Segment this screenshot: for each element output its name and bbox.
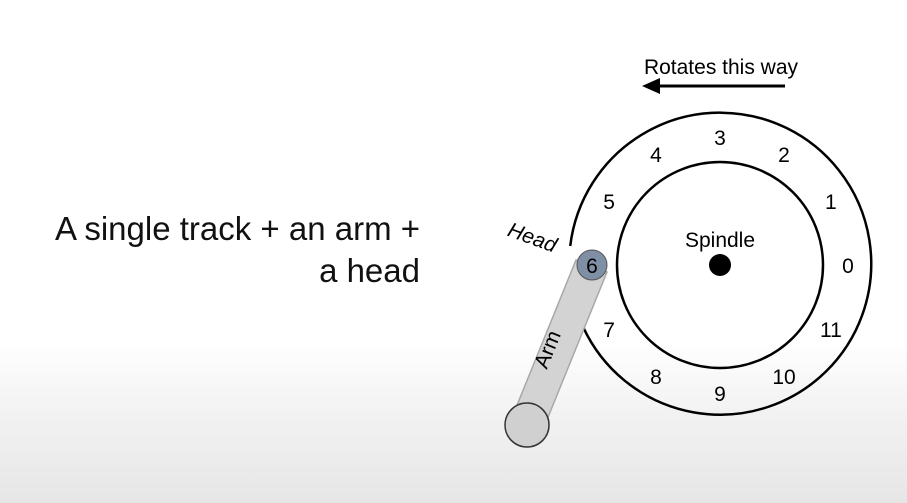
rotation-label: Rotates this way [644,56,799,79]
sector-label-1: 1 [825,191,837,214]
slide-caption: A single track + an arm + a head [55,208,420,292]
caption-line-1: A single track + an arm + [54,210,420,247]
sector-label-9: 9 [714,383,726,406]
head-label: Head [505,219,561,258]
sector-label-2: 2 [778,144,790,167]
track-outer-edge [569,111,873,416]
sector-label-11: 11 [820,319,842,342]
sector-label-7: 7 [603,319,615,342]
arm-pivot [504,402,550,448]
sector-label-10: 10 [772,366,795,389]
read-write-head [576,249,608,281]
caption-line-2: a head [319,252,420,289]
spindle-label: Spindle [685,229,755,252]
sector-label-4: 4 [650,144,662,167]
sector-label-0: 0 [842,255,854,278]
sector-labels: 0 1 2 3 4 5 6 7 8 9 10 11 [586,127,854,406]
rotation-arrow-icon [642,78,785,94]
sector-label-6: 6 [586,255,598,278]
sector-label-5: 5 [603,191,615,214]
sector-label-8: 8 [650,366,662,389]
sector-label-3: 3 [714,127,726,150]
spindle-dot [709,254,731,276]
track-inner-edge [615,160,825,370]
